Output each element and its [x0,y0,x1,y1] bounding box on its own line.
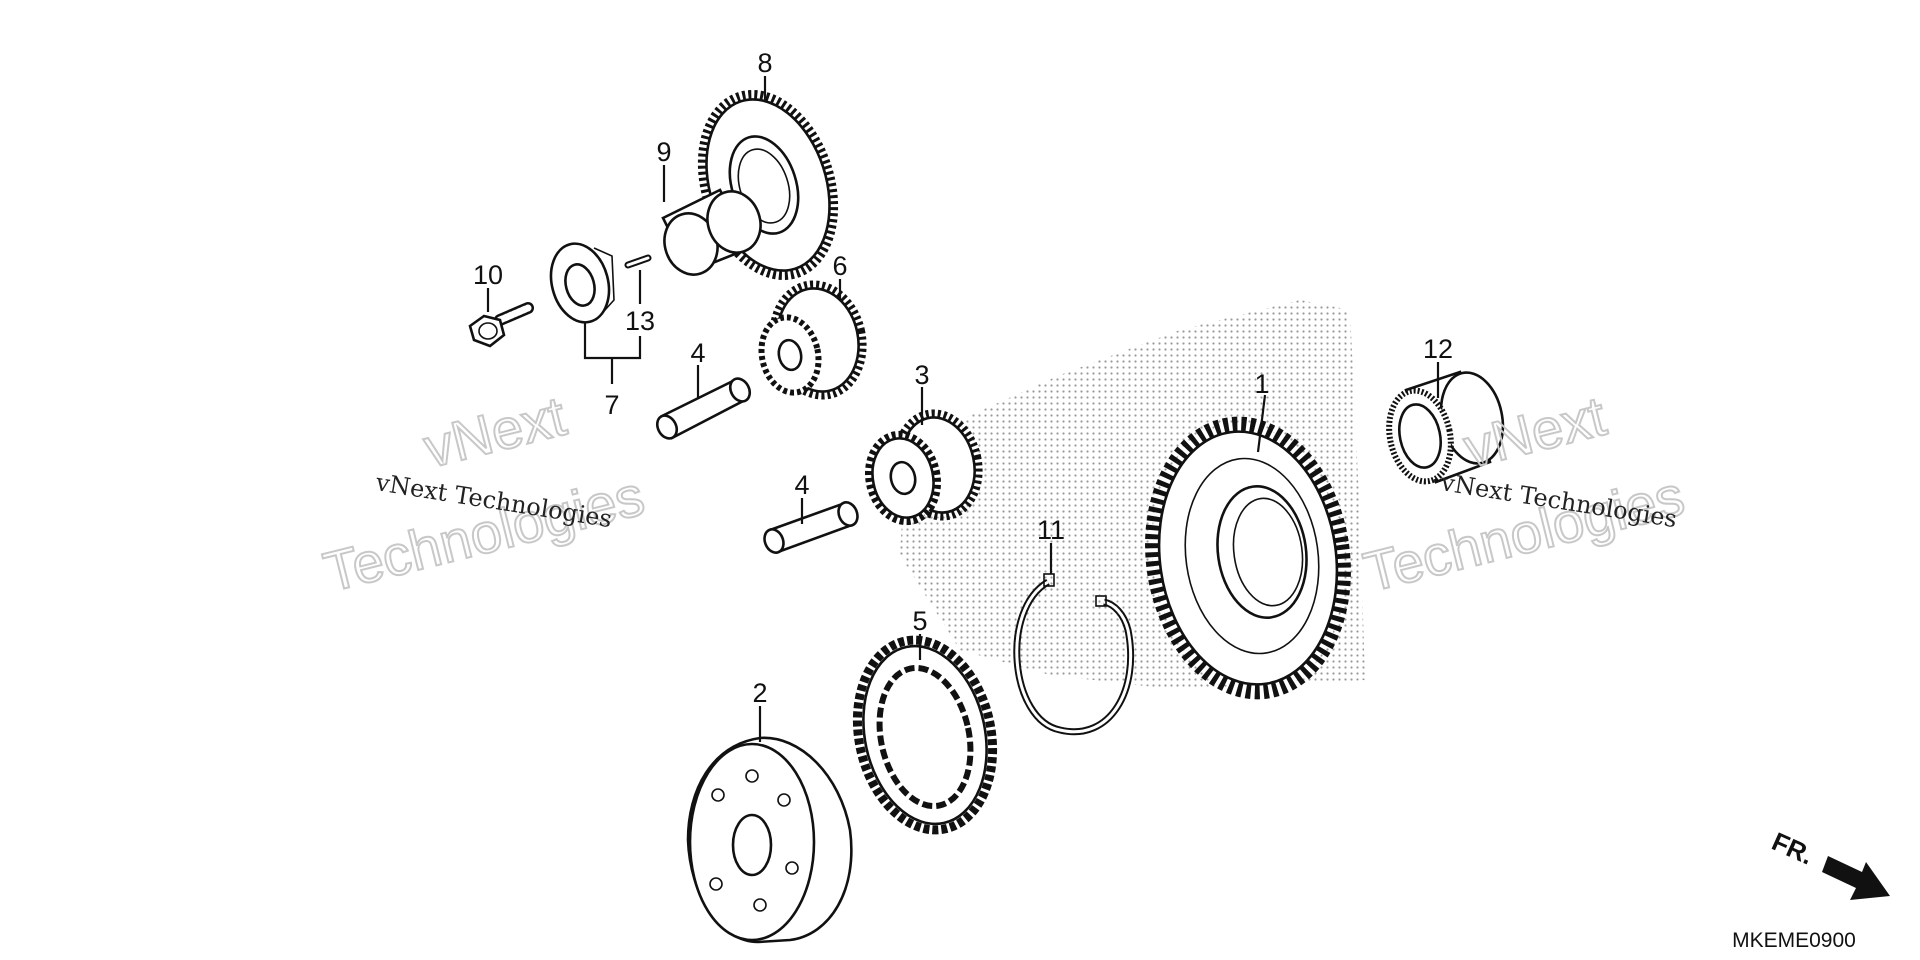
front-arrow-icon [1822,856,1890,900]
gear-3 [865,409,983,526]
callout-numbers: 1 2 3 4 4 5 6 7 8 9 10 11 12 13 [473,48,1453,708]
clutch-5 [852,635,998,835]
callout-12: 12 [1423,334,1453,364]
snap-ring-11 [1013,573,1135,736]
front-label: FR. [1768,826,1818,870]
clutch-outer-2 [686,736,853,944]
diagram-code: MKEME0900 [1732,929,1856,952]
callout-4-lower: 4 [794,470,809,500]
front-direction-marker: FR. [1768,826,1890,900]
shaft-4-upper [655,377,752,440]
callout-3: 3 [914,360,929,390]
bushing-9 [661,188,762,276]
bolt-10 [468,302,534,348]
shaft-4-lower [763,501,859,554]
callout-5: 5 [912,606,927,636]
bearing-12 [1386,370,1505,485]
callout-11: 11 [1037,515,1065,545]
callout-1: 1 [1254,369,1269,399]
callout-13: 13 [625,306,655,336]
collar-7 [549,242,615,324]
callout-9: 9 [656,137,671,167]
callout-4-upper: 4 [690,338,705,368]
callout-7: 7 [604,390,619,420]
callout-2: 2 [752,678,767,708]
callout-6: 6 [832,251,847,281]
gear-6 [758,280,867,400]
watermark-left: vNext Technologies vNext Technologies [317,383,651,605]
gear-1 [1145,416,1351,700]
callout-10: 10 [473,260,503,290]
callout-8: 8 [757,48,772,78]
watermark-brand-left: vNext [418,384,573,480]
leader-lines [486,76,1440,742]
pin-13 [624,254,652,269]
